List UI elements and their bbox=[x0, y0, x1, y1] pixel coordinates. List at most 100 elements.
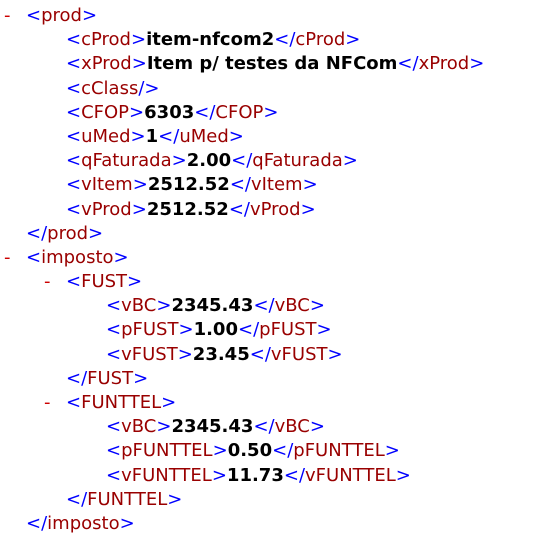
element-value: 11.73 bbox=[226, 464, 284, 486]
tag-name: uMed bbox=[179, 125, 229, 147]
tag-bracket: </ bbox=[397, 53, 419, 75]
tag-bracket: </ bbox=[26, 512, 48, 534]
collapse-toggle[interactable]: - bbox=[44, 392, 51, 413]
tag-name: cProd bbox=[81, 29, 131, 51]
xml-line: <cClass/> bbox=[0, 77, 546, 101]
tag-bracket: </ bbox=[231, 150, 253, 172]
tag-name: vBC bbox=[121, 295, 157, 317]
tag-bracket: /> bbox=[138, 77, 160, 99]
element-value: 2345.43 bbox=[171, 295, 254, 317]
tag-name: CFOP bbox=[81, 101, 130, 123]
tag-bracket: </ bbox=[274, 29, 296, 51]
tag-name: prod bbox=[41, 5, 82, 26]
tag-bracket: < bbox=[106, 343, 122, 365]
xml-element-cProd: <cProd>item-nfcom2</cProd> bbox=[66, 28, 360, 52]
tag-name: vItem bbox=[250, 174, 303, 196]
xml-element-vFUST: <vFUST>23.45</vFUST> bbox=[106, 343, 343, 367]
tag-bracket: > bbox=[395, 464, 411, 486]
element-value: 1.00 bbox=[193, 319, 238, 341]
collapse-toggle[interactable]: - bbox=[4, 246, 11, 268]
tag-bracket: > bbox=[316, 319, 332, 341]
tag-name: xProd bbox=[81, 53, 132, 75]
xml-line: <cProd>item-nfcom2</cProd> bbox=[0, 28, 546, 52]
xml-element-FUST: </FUST> bbox=[66, 367, 148, 391]
xml-element-vBC: <vBC>2345.43</vBC> bbox=[106, 415, 325, 439]
tag-bracket: > bbox=[177, 343, 193, 365]
tag-bracket: </ bbox=[158, 125, 180, 147]
element-value: 0.50 bbox=[227, 440, 273, 462]
tag-name: vBC bbox=[274, 295, 310, 317]
tag-bracket: </ bbox=[272, 440, 294, 462]
tag-bracket: > bbox=[131, 198, 147, 220]
tag-bracket: > bbox=[130, 29, 147, 51]
xml-element-cClass: <cClass/> bbox=[66, 77, 160, 101]
tag-bracket: > bbox=[263, 101, 279, 123]
collapse-toggle[interactable]: - bbox=[44, 271, 51, 293]
tag-bracket: </ bbox=[66, 488, 88, 510]
xml-element-FUST: <FUST> bbox=[66, 270, 142, 294]
tag-bracket: </ bbox=[229, 174, 251, 196]
xml-element-FUNTTEL: <FUNTTEL> bbox=[66, 391, 176, 415]
xml-element-qFaturada: <qFaturada>2.00</qFaturada> bbox=[66, 149, 358, 173]
xml-line: <xProd>Item p/ testes da NFCom</xProd> bbox=[0, 52, 546, 76]
tag-name: cClass bbox=[81, 77, 139, 99]
tag-name: qFaturada bbox=[81, 150, 172, 172]
tag-bracket: < bbox=[66, 174, 82, 196]
tag-bracket: > bbox=[132, 174, 148, 196]
xml-line: <pFUST>1.00</pFUST> bbox=[0, 318, 546, 342]
tag-bracket: < bbox=[106, 440, 122, 462]
tag-name: FUNTTEL bbox=[87, 488, 168, 510]
tag-bracket: > bbox=[345, 29, 361, 51]
tag-name: vFUST bbox=[270, 343, 328, 365]
tag-name: prod bbox=[47, 222, 89, 244]
tag-bracket: > bbox=[302, 174, 318, 196]
tag-bracket: > bbox=[300, 198, 316, 220]
xml-line: <uMed>1</uMed> bbox=[0, 125, 546, 149]
tag-name: xProd bbox=[418, 53, 470, 75]
tag-bracket: > bbox=[127, 271, 143, 293]
tag-name: FUST bbox=[87, 367, 134, 389]
element-value: 2.00 bbox=[186, 150, 232, 172]
tag-bracket: > bbox=[119, 512, 135, 534]
element-value: 2512.52 bbox=[146, 198, 229, 220]
tag-bracket: < bbox=[106, 295, 122, 317]
tag-bracket: > bbox=[133, 367, 149, 389]
tag-name: imposto bbox=[41, 246, 114, 268]
tag-name: pFUNTTEL bbox=[121, 440, 213, 462]
tag-name: vProd bbox=[249, 198, 301, 220]
xml-element-pFUST: <pFUST>1.00</pFUST> bbox=[106, 318, 332, 342]
element-value: 2345.43 bbox=[171, 416, 254, 438]
tag-bracket: < bbox=[106, 319, 122, 341]
tag-name: cProd bbox=[295, 29, 346, 51]
xml-line: </FUNTTEL> bbox=[0, 488, 546, 512]
tag-bracket: > bbox=[384, 440, 400, 462]
tag-name: pFUST bbox=[259, 319, 317, 341]
tag-bracket: > bbox=[156, 295, 172, 317]
element-value: 1 bbox=[145, 125, 159, 147]
xml-element-vFUNTTEL: <vFUNTTEL>11.73</vFUNTTEL> bbox=[106, 464, 411, 488]
xml-element-prod: </prod> bbox=[26, 222, 103, 246]
tag-bracket: > bbox=[167, 488, 183, 510]
xml-element-xProd: <xProd>Item p/ testes da NFCom</xProd> bbox=[66, 52, 484, 76]
tag-bracket: </ bbox=[26, 222, 48, 244]
tag-bracket: > bbox=[161, 392, 177, 413]
tag-bracket: < bbox=[66, 271, 82, 293]
xml-element-imposto: <imposto> bbox=[26, 246, 129, 270]
tag-bracket: > bbox=[178, 319, 194, 341]
tag-bracket: > bbox=[113, 246, 129, 268]
tag-bracket: > bbox=[131, 53, 147, 75]
tag-name: qFaturada bbox=[252, 150, 343, 172]
tag-bracket: < bbox=[66, 29, 82, 51]
xml-line: <vBC>2345.43</vBC> bbox=[0, 415, 546, 439]
tag-bracket: < bbox=[26, 5, 42, 26]
tag-name: FUNTTEL bbox=[81, 392, 162, 413]
xml-element-imposto: </imposto> bbox=[26, 512, 135, 536]
tag-bracket: </ bbox=[194, 101, 216, 123]
tag-name: imposto bbox=[47, 512, 120, 534]
tag-bracket: > bbox=[327, 343, 343, 365]
tag-bracket: < bbox=[66, 101, 82, 123]
tag-name: pFUNTTEL bbox=[293, 440, 385, 462]
tag-bracket: </ bbox=[253, 416, 275, 438]
collapse-toggle[interactable]: - bbox=[4, 5, 11, 26]
tag-bracket: > bbox=[156, 416, 172, 438]
